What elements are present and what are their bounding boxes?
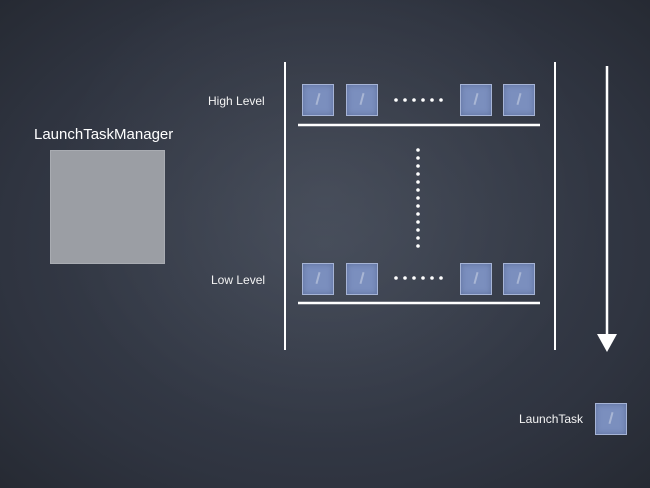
low-level-label: Low Level [211,273,266,287]
low-row-ellipsis [394,276,443,280]
manager-title: LaunchTaskManager [34,126,174,143]
task-box [460,263,492,295]
task-box [346,263,378,295]
task-box [503,84,535,116]
task-box [302,263,334,295]
task-box [460,84,492,116]
task-box [503,263,535,295]
legend-label: LaunchTask [519,412,584,426]
task-box [302,84,334,116]
vertical-ellipsis [416,148,420,248]
manager-box [50,150,165,264]
priority-arrow [597,66,617,352]
high-level-label: High Level [208,94,265,108]
high-row-ellipsis [394,98,443,102]
legend-task-box [595,403,627,435]
task-box [346,84,378,116]
